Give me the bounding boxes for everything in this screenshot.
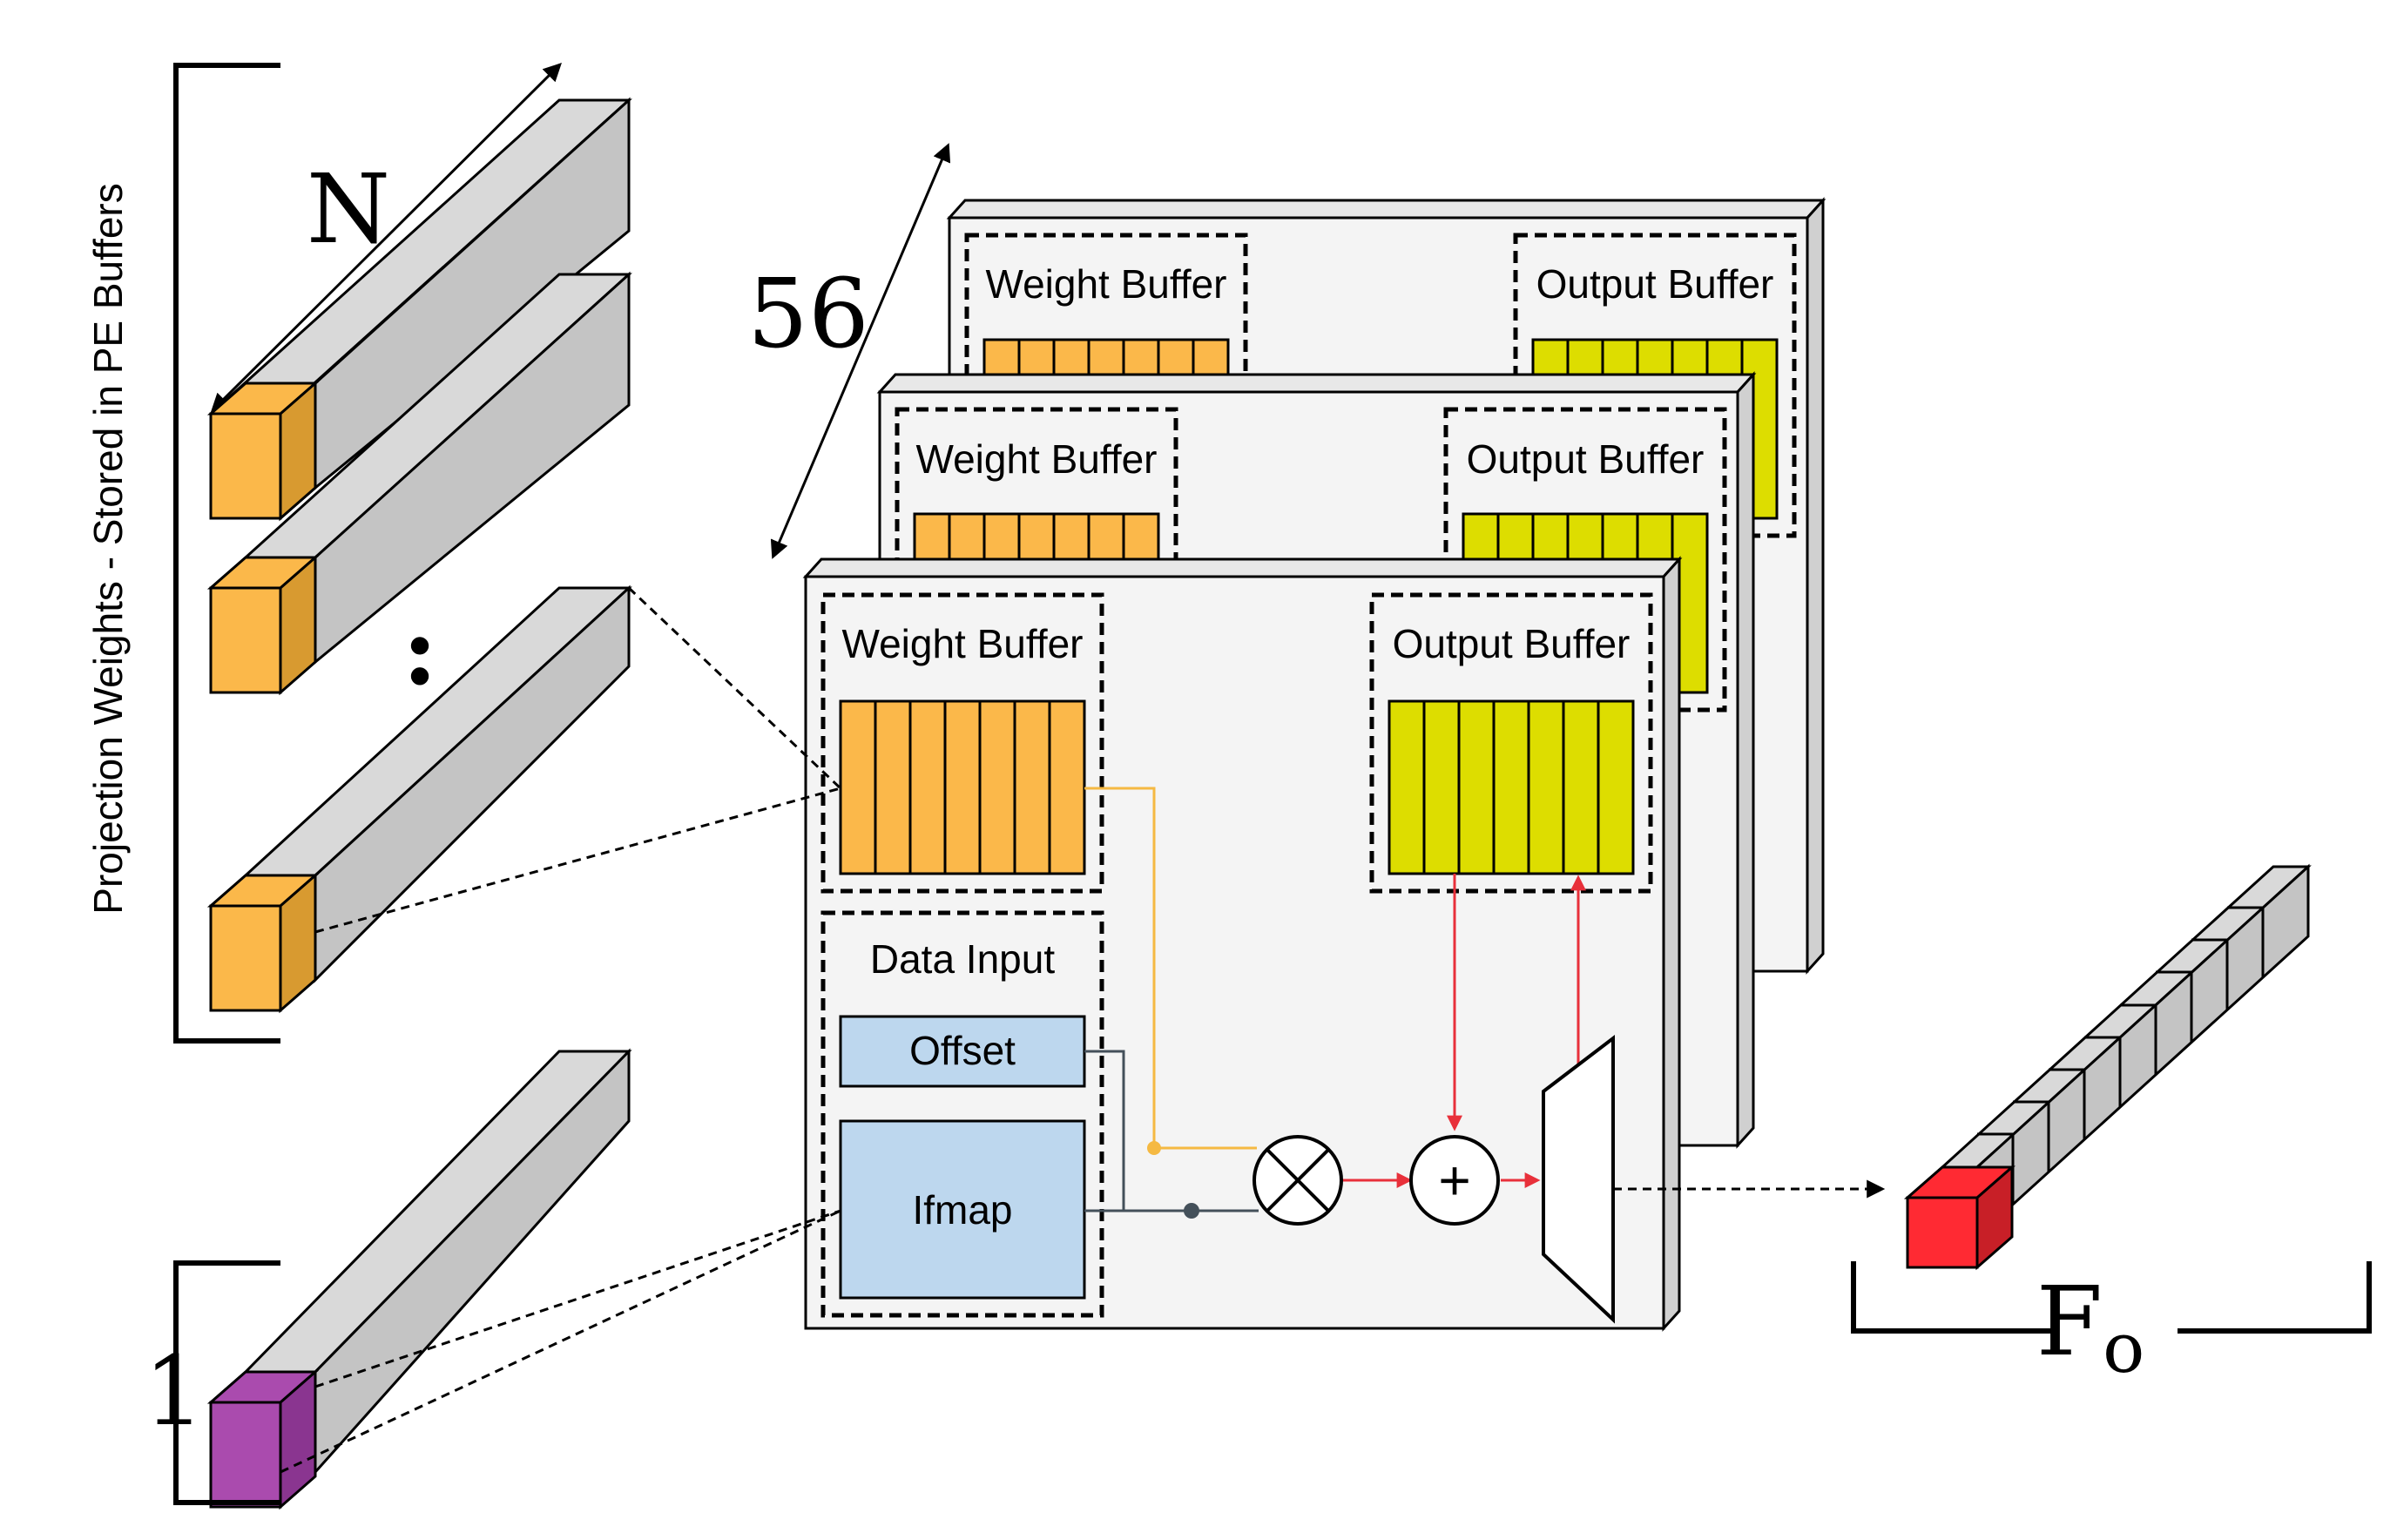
weight-cube-3: [209, 904, 282, 1012]
ifmap-box: [839, 1119, 1086, 1300]
n-dimension-label: N: [307, 153, 390, 265]
weight-bar-2: [207, 271, 632, 696]
weight-buffer-title-middle: Weight Buffer: [915, 436, 1157, 482]
output-label: Fo: [2036, 1266, 2145, 1388]
output-label-main: F: [2036, 1266, 2103, 1377]
datapath-wires: [1084, 787, 1586, 1219]
offset-label: Offset: [909, 1028, 1016, 1073]
output-label-sub: o: [2103, 1307, 2144, 1388]
weight-cube-2: [209, 586, 282, 694]
weight-buffer-cells-front: [839, 699, 1086, 875]
output-red-cube: [1906, 1196, 1979, 1269]
n-dimension-arrow: [211, 63, 562, 412]
output-buffer-box: [1369, 592, 1653, 894]
weight-cube-1: [209, 412, 282, 520]
input-bar: [207, 1048, 632, 1510]
output-bracket: [1851, 1261, 2372, 1334]
output-buffer-title-middle: Output Buffer: [1467, 436, 1705, 482]
output-vector: Fo: [1851, 863, 2372, 1388]
pe-depth-arrow: [770, 143, 951, 559]
data-input-title: Data Input: [870, 936, 1055, 982]
weight-buffer-cells-middle: [913, 512, 1160, 568]
weight-wire: [1084, 787, 1257, 1150]
multiplier-unit: [1253, 1135, 1343, 1226]
input-bracket: [173, 1260, 280, 1505]
weight-buffer-title-back: Weight Buffer: [985, 261, 1226, 307]
input-bracket-label: 1: [144, 1335, 205, 1447]
output-buffer-title-front: Output Buffer: [1393, 621, 1631, 666]
input-cube: [209, 1401, 282, 1509]
weights-rotated-label: Projection Weights - Stored in PE Buffer…: [85, 183, 131, 914]
pe-layer-front: Weight Buffer Output Buffer: [802, 556, 1683, 1332]
output-buffer-title-back: Output Buffer: [1536, 261, 1774, 307]
mapping-lines: [280, 586, 1886, 1474]
weight-buffer-title-front: Weight Buffer: [841, 621, 1083, 666]
pe-depth-label: 56: [747, 258, 869, 369]
weight-bar-1: [207, 97, 632, 522]
pe-stack: 56 Weight Buffer Output Buffer: [280, 143, 1886, 1474]
mux-unit: [1542, 1034, 1615, 1324]
weights-ellipsis: :: [402, 594, 438, 706]
projection-weights-group: Projection Weights - Stored in PE Buffer…: [85, 63, 632, 1510]
output-buffer-cells-front: [1388, 699, 1635, 875]
adder-unit: +: [1409, 1135, 1500, 1226]
add-symbol: +: [1438, 1149, 1470, 1212]
ifmap-label: Ifmap: [912, 1187, 1012, 1233]
data-input-box: [820, 910, 1104, 1318]
weight-buffer-box: [820, 592, 1104, 894]
weight-bar-3: [207, 584, 632, 1014]
